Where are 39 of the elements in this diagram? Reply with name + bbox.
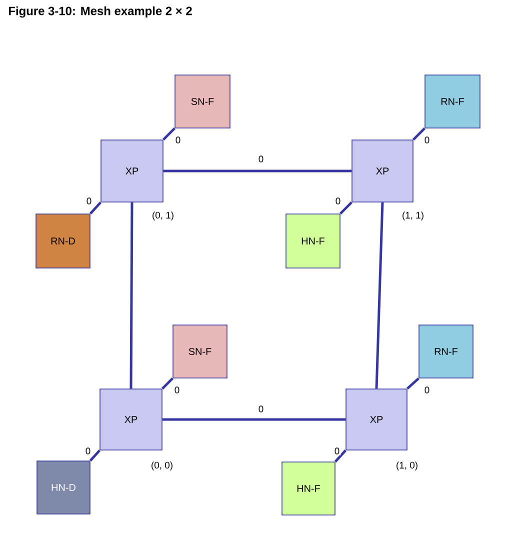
- crosspoint-box: XP: [346, 388, 408, 450]
- connector: [130, 202, 134, 389]
- node-box: SN-F: [172, 324, 228, 378]
- connector: [162, 378, 174, 390]
- crosspoint-box: XP: [352, 140, 414, 202]
- connector: [412, 128, 426, 140]
- port-label: 0: [423, 136, 431, 144]
- port-label: 0: [423, 386, 431, 394]
- coordinate-label: (0, 0): [152, 462, 172, 470]
- port-label: 0: [84, 446, 92, 456]
- port-label: 0: [85, 196, 93, 206]
- connector: [375, 202, 384, 389]
- node-box: SN-F: [174, 74, 230, 128]
- crosspoint-box: XP: [100, 140, 164, 202]
- node-box: RN-D: [36, 214, 90, 268]
- connector: [162, 128, 176, 140]
- node-box: HN-D: [36, 460, 90, 514]
- port-label: 0: [333, 446, 341, 456]
- port-label: 0: [173, 386, 181, 394]
- connector: [334, 450, 347, 462]
- port-label: 0: [334, 196, 342, 206]
- coordinate-label: (0, 1): [152, 212, 174, 220]
- connector: [340, 202, 352, 214]
- connector: [162, 418, 346, 421]
- node-box: RN-F: [424, 74, 480, 128]
- port-label: 0: [174, 136, 182, 144]
- port-label: 0: [257, 404, 265, 414]
- node-box: HN-F: [282, 462, 336, 516]
- connector: [406, 377, 420, 390]
- connector: [89, 202, 102, 214]
- connector: [89, 450, 101, 462]
- title: Figure 3-10: Mesh example 2 × 2: [9, 6, 192, 18]
- coordinate-label: (1, 1): [402, 212, 424, 220]
- connector: [163, 170, 352, 172]
- port-label: 0: [257, 154, 265, 164]
- coordinate-label: (1, 0): [396, 462, 418, 470]
- node-box: RN-F: [418, 324, 474, 378]
- crosspoint-box: XP: [100, 388, 162, 450]
- node-box: HN-F: [286, 214, 340, 268]
